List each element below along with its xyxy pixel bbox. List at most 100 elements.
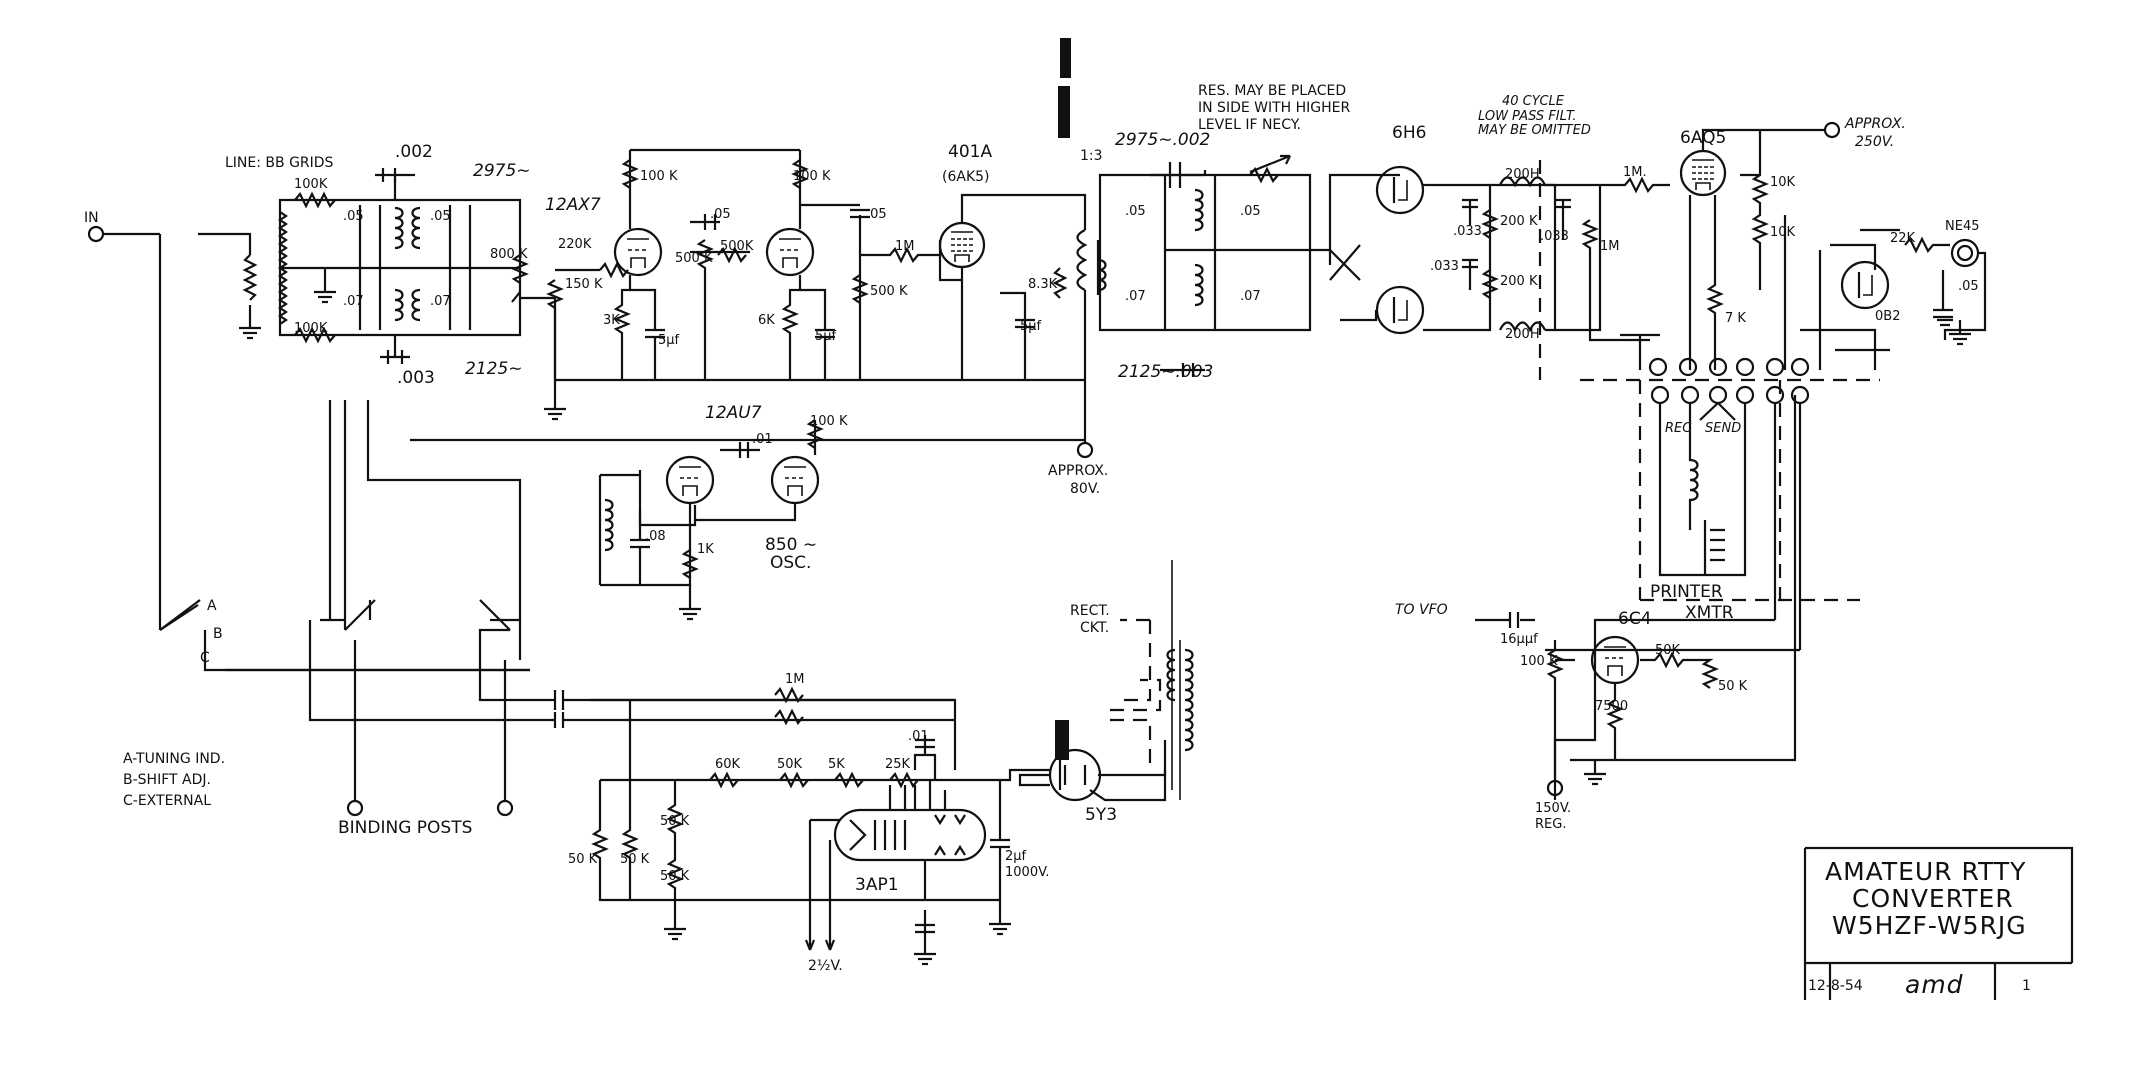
title-date: 12-8-54 bbox=[1808, 978, 1863, 994]
label-r-3k: 3K bbox=[603, 313, 620, 328]
label-freq-2125: 2125∼ bbox=[465, 359, 523, 379]
label-r-50k-v1: 50K bbox=[1655, 643, 1681, 658]
label-may-be-omitted: MAY BE OMITTED bbox=[1478, 123, 1591, 138]
label-r-100k-a: 100K bbox=[294, 177, 328, 192]
label-cap-033-c: .033 bbox=[1540, 229, 1569, 244]
label-cap-033-b: .033 bbox=[1430, 259, 1459, 274]
label-switch-a: A bbox=[207, 598, 217, 614]
label-freq-2975-002: 2975∼.002 bbox=[1115, 130, 1210, 150]
label-cap-08: .08 bbox=[645, 529, 666, 544]
label-osc-850: 850 ∼ bbox=[765, 535, 817, 555]
label-cap-07-a: .07 bbox=[343, 294, 364, 309]
label-freq-2125-003: 2125∼.003 bbox=[1118, 362, 1213, 382]
label-ckt: CKT. bbox=[1080, 620, 1109, 636]
label-r-10k-a: 10K bbox=[1770, 175, 1796, 190]
label-tube-6h6: 6H6 bbox=[1392, 123, 1426, 143]
label-r-50k-b: 50 K bbox=[568, 852, 598, 867]
label-send: SEND bbox=[1705, 421, 1741, 436]
label-cap-05-b: .05 bbox=[430, 209, 451, 224]
label-cap-01-b: .01 bbox=[908, 729, 929, 744]
label-to-vfo: TO VFO bbox=[1395, 602, 1448, 618]
label-low-pass-filt: LOW PASS FILT. bbox=[1478, 109, 1577, 124]
label-r-1m-c: 1M bbox=[1600, 239, 1620, 254]
title-line-1: AMATEUR RTTY bbox=[1825, 857, 2026, 886]
label-c-5mf-a: 5μf bbox=[658, 333, 680, 348]
label-r-50k-e: 50 K bbox=[660, 869, 690, 884]
label-cap-05-g: .05 bbox=[1958, 279, 1979, 294]
label-approx-80v-a: APPROX. bbox=[1048, 463, 1108, 479]
label-cap-01-a: .01 bbox=[752, 432, 773, 447]
title-line-3: W5HZF-W5RJG bbox=[1832, 911, 2027, 940]
label-l-200h-b: 200H bbox=[1505, 327, 1540, 342]
title-initials: amd bbox=[1905, 970, 1964, 999]
label-rec: REC bbox=[1665, 421, 1692, 436]
label-r-50k-c: 50 K bbox=[620, 852, 650, 867]
label-xmtr: XMTR bbox=[1685, 603, 1734, 623]
label-r-500k-a: 500 K bbox=[675, 251, 713, 266]
label-tube-5y3: 5Y3 bbox=[1085, 805, 1117, 825]
label-tube-12au7: 12AU7 bbox=[705, 403, 762, 423]
title-block: AMATEUR RTTY CONVERTER W5HZF-W5RJG 12-8-… bbox=[1808, 857, 2031, 999]
title-sheet-number: 1 bbox=[2022, 978, 2031, 994]
label-res-note-2: IN SIDE WITH HIGHER bbox=[1198, 100, 1351, 116]
label-tube-401a: 401A bbox=[948, 142, 992, 162]
label-freq-2975: 2975∼ bbox=[473, 161, 531, 181]
label-r-10k-b: 10K bbox=[1770, 225, 1796, 240]
label-r-1m-b: 1M. bbox=[1623, 165, 1647, 180]
label-r-100k-b: 100K bbox=[294, 321, 328, 336]
label-cap-033-a: .033 bbox=[1453, 224, 1482, 239]
label-r-1m-d: 1M bbox=[785, 672, 805, 687]
label-r-500k-b: 500K bbox=[720, 239, 754, 254]
label-cap-05-e: .05 bbox=[1125, 204, 1146, 219]
label-tube-6c4: 6C4 bbox=[1618, 609, 1652, 629]
label-r-100k-p2: 100 K bbox=[793, 169, 831, 184]
label-tube-12ax7: 12AX7 bbox=[545, 195, 601, 215]
label-r-50k-v2: 50 K bbox=[1718, 679, 1748, 694]
label-r-100k-p3: 100 K bbox=[810, 414, 848, 429]
label-cap-002: .002 bbox=[395, 142, 433, 162]
label-ratio-1-3: 1:3 bbox=[1080, 148, 1103, 164]
label-legend-a: A-TUNING IND. bbox=[123, 751, 225, 767]
label-150v: 150V. bbox=[1535, 801, 1571, 816]
title-line-2: CONVERTER bbox=[1852, 884, 2014, 913]
label-cap-07-d: .07 bbox=[1240, 289, 1261, 304]
label-c-5mf-b: 5μf bbox=[815, 329, 837, 344]
label-cap-07-c: .07 bbox=[1125, 289, 1146, 304]
label-switch-b: B bbox=[213, 626, 223, 642]
label-approx-250v-a: APPROX. bbox=[1844, 116, 1906, 132]
label-r-500k-c: 500 K bbox=[870, 284, 908, 299]
label-osc: OSC. bbox=[770, 553, 811, 573]
label-r-100k-v: 100 K bbox=[1520, 654, 1558, 669]
label-c-2mf: 2μf bbox=[1005, 849, 1027, 864]
label-rect: RECT. bbox=[1070, 603, 1110, 619]
label-r-7k: 7 K bbox=[1725, 311, 1746, 326]
label-r-220k: 220K bbox=[558, 237, 592, 252]
label-c-1000v: 1000V. bbox=[1005, 865, 1049, 880]
label-2-half-v: 2½V. bbox=[808, 958, 843, 974]
scribble-mark-2 bbox=[1055, 720, 1069, 760]
label-cap-05-f: .05 bbox=[1240, 204, 1261, 219]
label-r-150k: 150 K bbox=[565, 277, 603, 292]
label-binding-posts: BINDING POSTS bbox=[338, 818, 472, 838]
label-legend-b: B-SHIFT ADJ. bbox=[123, 772, 211, 788]
label-legend-c: C-EXTERNAL bbox=[123, 793, 211, 809]
label-r-200k-b: 200 K bbox=[1500, 274, 1538, 289]
label-cap-05-a: .05 bbox=[343, 209, 364, 224]
label-r-1k: 1K bbox=[697, 542, 714, 557]
label-c-5mf-c: 5μf bbox=[1020, 319, 1042, 334]
label-r-6k: 6K bbox=[758, 313, 775, 328]
label-r-200k-a: 200 K bbox=[1500, 214, 1538, 229]
label-r-50k-d: 50 K bbox=[660, 814, 690, 829]
scribble-mark bbox=[1058, 38, 1071, 138]
label-approx-250v-b: 250V. bbox=[1855, 134, 1894, 150]
label-tube-6aq5: 6AQ5 bbox=[1680, 128, 1726, 148]
label-cap-07-b: .07 bbox=[430, 294, 451, 309]
label-tube-0b2: 0B2 bbox=[1875, 309, 1900, 324]
label-r-7500: 7500 bbox=[1595, 699, 1628, 714]
schematic-labels: IN LINE: BB GRIDS .002 .003 2975∼ 2125∼ … bbox=[84, 83, 1979, 974]
label-tube-3ap1: 3AP1 bbox=[855, 875, 899, 895]
label-r-800k: 800 K bbox=[490, 247, 528, 262]
label-r-83k: 8.3K bbox=[1028, 277, 1058, 292]
label-res-note-3: LEVEL IF NECY. bbox=[1198, 117, 1301, 133]
